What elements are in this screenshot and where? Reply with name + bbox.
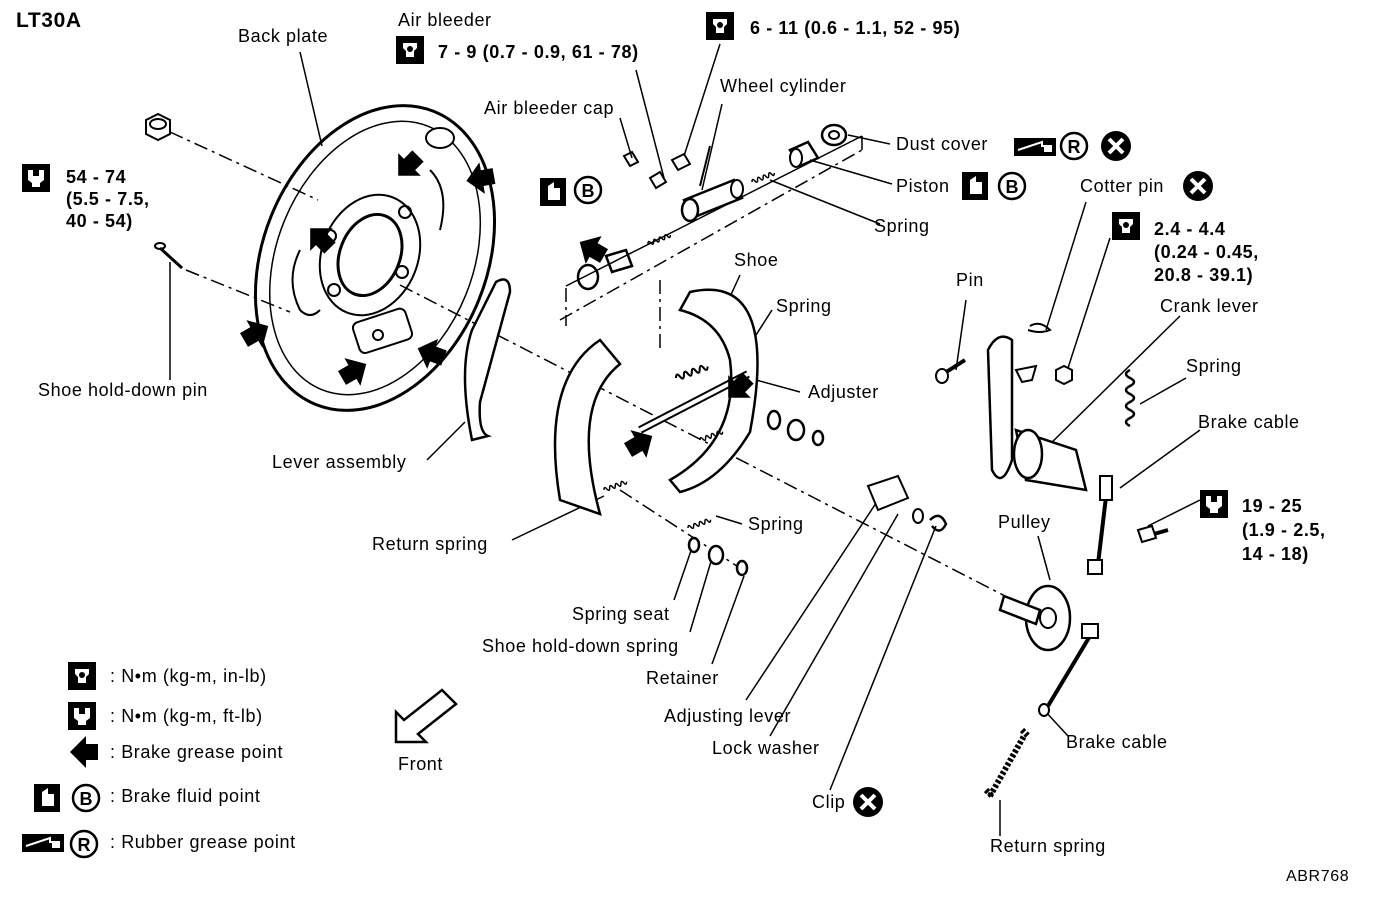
cylinder-axis-line — [565, 135, 863, 287]
pulley-part — [998, 584, 1072, 652]
brake-fluid-b-badge: B — [573, 175, 603, 205]
leader-lines — [169, 43, 1201, 836]
label-spring-crank: Spring — [1186, 356, 1242, 376]
label-lever-assembly: Lever assembly — [272, 452, 407, 472]
torque-inlb-icon — [706, 12, 734, 40]
front-arrow-icon — [394, 688, 458, 744]
label-return-spring: Return spring — [372, 534, 488, 554]
spring-seat-washers — [687, 409, 825, 577]
label-pulley: Pulley — [998, 512, 1051, 532]
legend-b-badge: B — [71, 783, 101, 813]
label-back-plate: Back plate — [238, 26, 329, 46]
air-bleeder-part — [622, 150, 692, 190]
brake-shoe-front — [553, 338, 622, 516]
crank-lever-part — [986, 335, 1088, 492]
brake-fluid-icon — [540, 178, 566, 206]
label-spring-lower: Spring — [748, 514, 804, 534]
badge-b-text: B — [582, 181, 595, 201]
lever-assembly-part — [463, 278, 512, 442]
badge-r-text: R — [1068, 137, 1081, 157]
legend-torque-inlb-icon — [68, 662, 96, 690]
label-retainer: Retainer — [646, 668, 719, 688]
brake-fluid-icon — [962, 172, 988, 200]
figure-code: LT30A — [16, 9, 82, 32]
pin-part — [935, 358, 967, 384]
brake-cable-upper-part — [1087, 475, 1113, 575]
rubber-grease-icon — [1013, 137, 1057, 157]
clip-part — [929, 514, 948, 532]
label-clip: Clip — [812, 792, 846, 812]
cable-bolt-part — [1136, 524, 1169, 544]
return-spring-part — [983, 727, 1031, 799]
wheel-cylinder-part — [680, 145, 744, 223]
label-adjusting-lever: Adjusting lever — [664, 706, 792, 726]
badge-r-text: R — [78, 835, 91, 855]
hub-nut — [145, 112, 171, 142]
back-plate — [253, 104, 497, 412]
shoe-hold-down-pin-part — [154, 242, 184, 270]
label-air-bleeder: Air bleeder — [398, 10, 492, 30]
torque-inlb-icon — [396, 36, 424, 64]
legend-torque-ftlb-text: : N•m (kg-m, ft-lb) — [110, 706, 263, 726]
piston-left-part — [576, 248, 634, 291]
brake-cable-lower-part — [1038, 623, 1099, 717]
label-cylinder-bolt-torque: 6 - 11 (0.6 - 1.1, 52 - 95) — [750, 18, 961, 38]
label-lock-washer: Lock washer — [712, 738, 820, 758]
replace-x-icon — [1181, 169, 1215, 203]
rubber-grease-r-badge: R — [1059, 131, 1089, 161]
label-cotter-pin: Cotter pin — [1080, 176, 1165, 196]
legend-rubber-text: : Rubber grease point — [110, 832, 296, 852]
grease-arrow-icon — [571, 228, 612, 270]
label-shoe-hold-down-pin: Shoe hold-down pin — [38, 380, 208, 400]
label-adjuster: Adjuster — [808, 382, 879, 402]
lock-washer-part — [912, 508, 924, 524]
label-spring-seat: Spring seat — [572, 604, 670, 624]
label-front: Front — [398, 754, 444, 774]
label-spring-cylinder: Spring — [874, 216, 930, 236]
label-brake-cable-bottom: Brake cable — [1066, 732, 1168, 752]
legend-torque-ftlb-icon — [68, 702, 96, 730]
label-pin: Pin — [956, 270, 984, 290]
label-shoe-hold-down-spring: Shoe hold-down spring — [482, 636, 679, 656]
figure-ref-code: ABR768 — [1286, 868, 1350, 885]
adjusting-lever-part — [866, 474, 910, 512]
crank-nut-part — [1055, 364, 1073, 386]
replace-x-icon — [851, 785, 885, 819]
brake-shoe-rear — [668, 288, 759, 494]
label-shoe: Shoe — [734, 250, 779, 270]
brake-fluid-b-badge: B — [997, 171, 1027, 201]
label-torque-19-25: 19 - 25 (1.9 - 2.5, 14 - 18) — [1242, 496, 1326, 564]
label-crank-lever: Crank lever — [1160, 296, 1259, 316]
label-return-spring-bottom: Return spring — [990, 836, 1106, 856]
legend-rubber-grease-icon — [21, 833, 65, 853]
label-spring-shoe: Spring — [776, 296, 832, 316]
badge-b-text: B — [1006, 177, 1019, 197]
label-air-bleeder-torque: 7 - 9 (0.7 - 0.9, 61 - 78) — [438, 42, 639, 62]
torque-inlb-icon — [1112, 212, 1140, 240]
torque-ftlb-icon — [1200, 490, 1228, 518]
torque-ftlb-icon — [22, 164, 50, 192]
crank-spring-part — [1124, 368, 1136, 428]
legend-r-badge: R — [69, 829, 99, 859]
dust-cover-part — [820, 123, 848, 147]
label-torque-54-74: 54 - 74 (5.5 - 7.5, 40 - 54) — [66, 167, 150, 231]
legend-grease-arrow-icon — [70, 736, 98, 768]
replace-x-icon — [1099, 129, 1133, 163]
label-air-bleeder-cap: Air bleeder cap — [484, 98, 615, 118]
legend-grease-text: : Brake grease point — [110, 742, 284, 762]
label-brake-cable-top: Brake cable — [1198, 412, 1300, 432]
label-wheel-cylinder: Wheel cylinder — [720, 76, 847, 96]
badge-b-text: B — [80, 789, 93, 809]
label-torque-2-4-4-4: 2.4 - 4.4 (0.24 - 0.45, 20.8 - 39.1) — [1154, 219, 1259, 285]
legend-brake-fluid-icon — [34, 784, 60, 812]
legend-torque-inlb-text: : N•m (kg-m, in-lb) — [110, 666, 267, 686]
cotter-pin-part — [1027, 322, 1052, 333]
label-dust-cover: Dust cover — [896, 134, 989, 154]
piston-part — [788, 140, 820, 168]
label-piston: Piston — [896, 176, 950, 196]
legend-fluid-text: : Brake fluid point — [110, 786, 261, 806]
